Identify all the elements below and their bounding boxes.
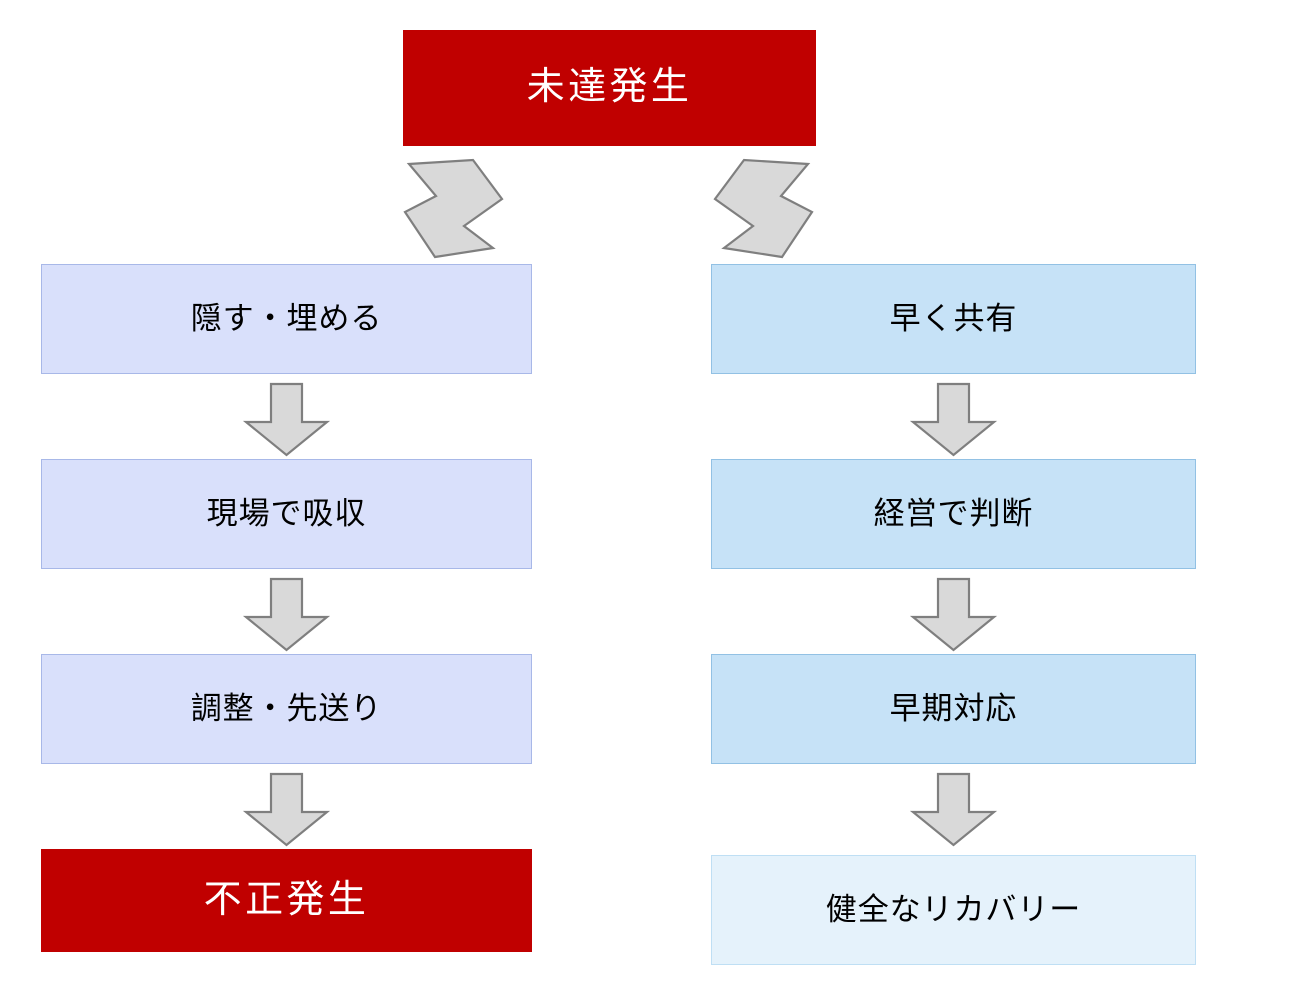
- right-connector-arrow-2-icon: [909, 577, 998, 652]
- node-left-step-1: 隠す・埋める: [41, 264, 532, 374]
- left-connector-arrow-3-icon: [242, 772, 331, 847]
- node-left-step-3: 調整・先送り: [41, 654, 532, 764]
- branch-arrow-down-right-icon: [712, 156, 828, 260]
- left-connector-arrow-1-icon: [242, 382, 331, 457]
- node-right-step-2-label: 経営で判断: [873, 496, 1034, 532]
- node-left-step-2-label: 現場で吸収: [206, 496, 367, 532]
- left-connector-arrow-2-icon: [242, 577, 331, 652]
- node-left-outcome-fraud: 不正発生: [41, 849, 532, 952]
- node-start-shortfall: 未達発生: [403, 30, 816, 146]
- node-right-step-3: 早期対応: [711, 654, 1196, 764]
- branch-arrow-down-left-icon: [389, 156, 505, 260]
- node-left-step-1-label: 隠す・埋める: [190, 301, 383, 337]
- node-right-step-3-label: 早期対応: [889, 691, 1018, 727]
- right-connector-arrow-3-icon: [909, 772, 998, 847]
- node-left-outcome-fraud-label: 不正発生: [203, 878, 370, 921]
- node-right-outcome-recovery-label: 健全なリカバリー: [825, 892, 1082, 928]
- node-right-step-1: 早く共有: [711, 264, 1196, 374]
- node-left-step-3-label: 調整・先送り: [190, 691, 383, 727]
- right-connector-arrow-1-icon: [909, 382, 998, 457]
- node-left-step-2: 現場で吸収: [41, 459, 532, 569]
- node-start-shortfall-label: 未達発生: [526, 66, 693, 109]
- node-right-step-1-label: 早く共有: [889, 301, 1018, 337]
- node-right-step-2: 経営で判断: [711, 459, 1196, 569]
- node-right-outcome-recovery: 健全なリカバリー: [711, 855, 1196, 965]
